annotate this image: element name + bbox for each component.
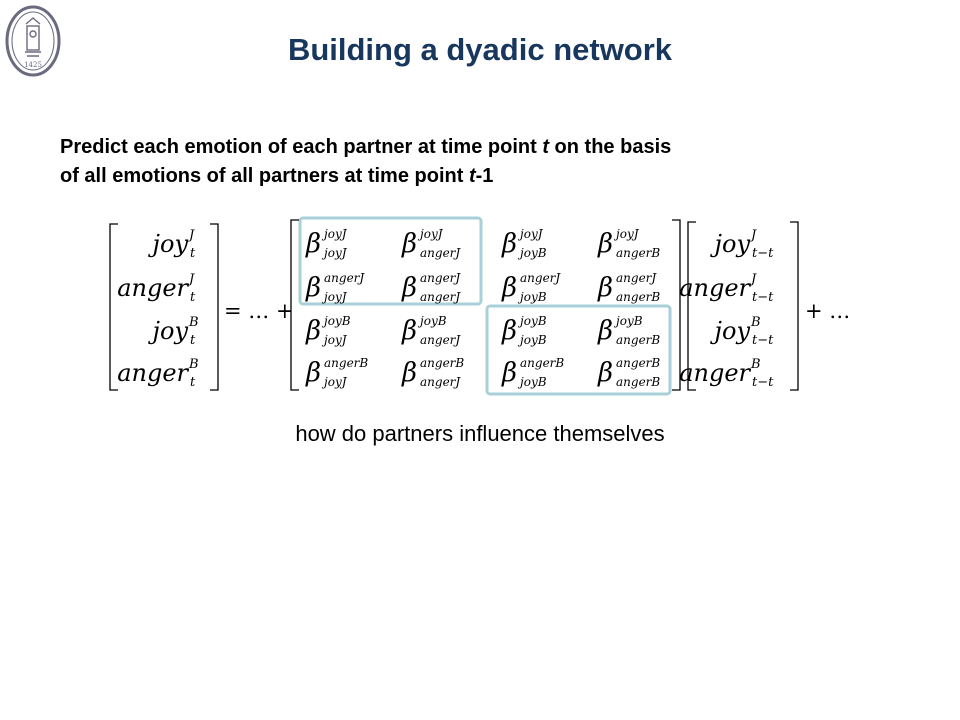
slide-title: Building a dyadic network xyxy=(287,32,673,67)
rhs-entry-3-sup: B xyxy=(750,357,761,372)
intro-line-1: Predict each emotion of each partner at … xyxy=(60,133,920,162)
coef-0-2-sub: joyB xyxy=(517,246,547,260)
lhs-entry-2-base: joy xyxy=(148,317,189,345)
intro-part-a: Predict each emotion of each partner at … xyxy=(60,136,543,158)
intro-time-t-prev: t xyxy=(468,165,476,187)
coef-0-0-sub: joyJ xyxy=(321,246,348,260)
intro-time-t: t xyxy=(542,136,549,158)
matrix-bracket-left xyxy=(290,219,299,391)
coef-2-2-sub: joyB xyxy=(517,333,547,347)
coef-3-2-beta: β xyxy=(501,358,517,388)
coef-3-0-beta: β xyxy=(305,358,321,388)
intro-part-f: -1 xyxy=(475,165,494,187)
rhs-bracket-left xyxy=(687,221,696,391)
lhs-entry-1-base: anger xyxy=(117,274,189,302)
coef-0-0-sup: joyJ xyxy=(321,227,348,241)
coef-1-0-sub: joyJ xyxy=(321,290,348,304)
coef-1-3-sub: angerB xyxy=(616,290,660,304)
coef-1-2-sub: joyB xyxy=(517,290,547,304)
trailing-plus-ellipsis: + … xyxy=(805,299,850,323)
coef-2-3-sub: angerB xyxy=(616,333,660,347)
lhs-entry-0-sub: t xyxy=(190,246,196,261)
coef-0-1-beta: β xyxy=(401,229,417,259)
lhs-entry-0-sup: J xyxy=(186,228,195,243)
coef-2-3-beta: β xyxy=(597,316,613,346)
rhs-entry-3-base: anger xyxy=(679,359,751,387)
coef-1-0-beta: β xyxy=(305,273,321,303)
coef-1-1-sub: angerJ xyxy=(420,290,461,304)
coef-1-2-beta: β xyxy=(501,273,517,303)
highlight-box-partner-j xyxy=(298,216,483,306)
coef-2-1-beta: β xyxy=(401,316,417,346)
lhs-bracket-right xyxy=(210,223,219,391)
rhs-entry-0-sub: t−t xyxy=(752,246,774,261)
rhs-entry-1-sub: t−t xyxy=(752,290,774,305)
coef-0-3-beta: β xyxy=(597,229,613,259)
coef-3-1-sup: angerB xyxy=(420,356,464,370)
lhs-entry-3-sup: B xyxy=(188,357,199,372)
rhs-entry-0-sup: J xyxy=(748,228,757,243)
rhs-entry-2-base: joy xyxy=(710,317,751,345)
coef-1-1-sup: angerJ xyxy=(420,271,461,285)
lhs-entry-1-sub: t xyxy=(190,290,196,305)
equals-ellipsis-plus: = … + xyxy=(224,299,294,323)
coef-3-3-beta: β xyxy=(597,358,613,388)
coef-2-2-sup: joyB xyxy=(517,314,547,328)
lhs-entry-2-sup: B xyxy=(188,315,199,330)
intro-part-d: of all emotions of all partners at time … xyxy=(60,165,469,187)
rhs-entry-2-sup: B xyxy=(750,315,761,330)
rhs-entry-1-sup: J xyxy=(748,272,757,287)
caption: how do partners influence themselves xyxy=(295,421,665,446)
matrix-bracket-right xyxy=(672,219,681,391)
coef-0-2-sup: joyJ xyxy=(517,227,544,241)
coef-2-3-sup: joyB xyxy=(613,314,643,328)
coef-1-3-sup: angerJ xyxy=(616,271,657,285)
lhs-bracket-left xyxy=(109,223,118,391)
highlight-box-partner-b xyxy=(485,304,672,396)
coef-0-1-sub: angerJ xyxy=(420,246,461,260)
coef-2-0-sub: joyJ xyxy=(321,333,348,347)
rhs-entry-3-sub: t−t xyxy=(752,375,774,390)
coef-3-1-sub: angerJ xyxy=(420,375,461,389)
coef-3-3-sub: angerB xyxy=(616,375,660,389)
coef-3-3-sup: angerB xyxy=(616,356,660,370)
coef-1-2-sup: angerJ xyxy=(520,271,561,285)
coef-2-0-beta: β xyxy=(305,316,321,346)
coef-0-3-sup: joyJ xyxy=(613,227,640,241)
rhs-entry-1-base: anger xyxy=(679,274,751,302)
coef-0-2-beta: β xyxy=(501,229,517,259)
rhs-bracket-right xyxy=(790,221,799,391)
coef-0-3-sub: angerB xyxy=(616,246,660,260)
coef-0-1-sup: joyJ xyxy=(417,227,444,241)
rhs-entry-2-sub: t−t xyxy=(752,333,774,348)
seal-year: 1425 xyxy=(24,61,42,69)
coef-3-0-sup: angerB xyxy=(324,356,368,370)
university-seal: 1425 xyxy=(5,5,61,77)
coef-3-2-sup: angerB xyxy=(520,356,564,370)
coef-3-1-beta: β xyxy=(401,358,417,388)
coef-2-1-sub: angerJ xyxy=(420,333,461,347)
lhs-entry-3-sub: t xyxy=(190,375,196,390)
intro-text: Predict each emotion of each partner at … xyxy=(60,133,920,191)
coef-1-0-sup: angerJ xyxy=(324,271,365,285)
intro-line-2: of all emotions of all partners at time … xyxy=(60,162,920,191)
lhs-entry-0-base: joy xyxy=(148,230,189,258)
coef-1-1-beta: β xyxy=(401,273,417,303)
lhs-entry-2-sub: t xyxy=(190,333,196,348)
lhs-entry-1-sup: J xyxy=(186,272,195,287)
coef-2-0-sup: joyB xyxy=(321,314,351,328)
coef-2-1-sup: joyB xyxy=(417,314,447,328)
coef-2-2-beta: β xyxy=(501,316,517,346)
coef-1-3-beta: β xyxy=(597,273,613,303)
rhs-entry-0-base: joy xyxy=(710,230,751,258)
lhs-entry-3-base: anger xyxy=(117,359,189,387)
coef-3-0-sub: joyJ xyxy=(321,375,348,389)
intro-part-c: on the basis xyxy=(549,136,672,158)
coef-0-0-beta: β xyxy=(305,229,321,259)
coef-3-2-sub: joyB xyxy=(517,375,547,389)
